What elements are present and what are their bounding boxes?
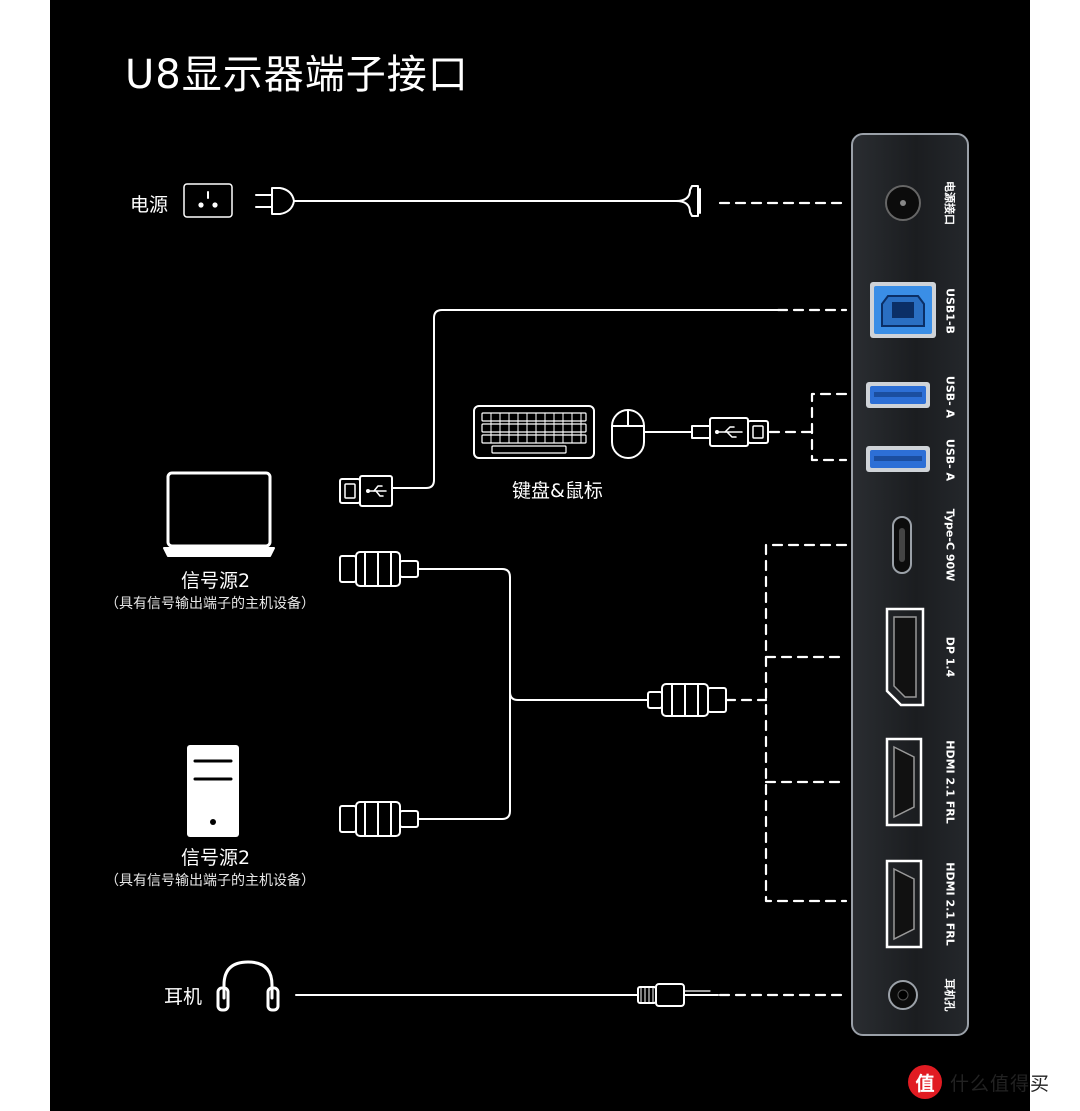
typec-port-icon: [892, 516, 912, 574]
power-label: 电源: [130, 194, 169, 216]
mouse-icon: [611, 409, 645, 459]
desktop-sub-label: （具有信号输出端子的主机设备）: [105, 873, 315, 889]
dashed-links: [718, 201, 848, 997]
watermark: 值 什么值得买: [908, 1060, 1050, 1104]
keyboard-icon: [473, 405, 595, 459]
power-port-icon: [885, 185, 921, 221]
usb-b-cable: [391, 309, 779, 489]
usb-a-port-2-icon: [866, 446, 930, 472]
usb-a-peripheral-plug-icon: [691, 417, 769, 447]
laptop-label: 信号源2: [181, 570, 251, 592]
hdmi-port-2-icon: [885, 859, 923, 949]
connection-graphics: [163, 183, 936, 1012]
audio-port-icon: [888, 980, 918, 1010]
laptop-video-plug-icon: [339, 551, 431, 587]
power-plug-icon: [255, 187, 297, 215]
power-connector-icon: [675, 185, 699, 217]
video-cable-main: [509, 691, 649, 701]
hdmi-port-1-icon: [885, 737, 923, 827]
dp-port-icon: [885, 607, 925, 707]
diagram-canvas: U8显示器端子接口 电源接口 USB1-B USB- A USB- A Type…: [50, 0, 1030, 1111]
keyboard-mouse-label: 键盘&鼠标: [512, 480, 603, 502]
desktop-video-plug-icon: [339, 801, 431, 837]
audio-jack-plug-icon: [637, 983, 719, 1007]
usb-a-port-1-icon: [866, 382, 930, 408]
watermark-logo: 值: [908, 1065, 942, 1099]
desktop-label: 信号源2: [181, 847, 251, 869]
headphones-icon: [216, 960, 280, 1012]
headphones-label: 耳机: [164, 986, 203, 1008]
usb-a-plug-icon: [339, 475, 393, 507]
watermark-text: 什么值得买: [950, 1072, 1051, 1095]
video-cable-merge: [429, 568, 511, 820]
power-socket-icon: [183, 183, 233, 218]
laptop-sub-label: （具有信号输出端子的主机设备）: [105, 596, 315, 612]
laptop-icon: [163, 471, 275, 557]
usb-b-port-icon: [870, 282, 936, 338]
desktop-tower-icon: [187, 745, 239, 837]
diagram-title: U8显示器端子接口: [125, 52, 469, 98]
monitor-video-plug-icon: [647, 683, 727, 717]
